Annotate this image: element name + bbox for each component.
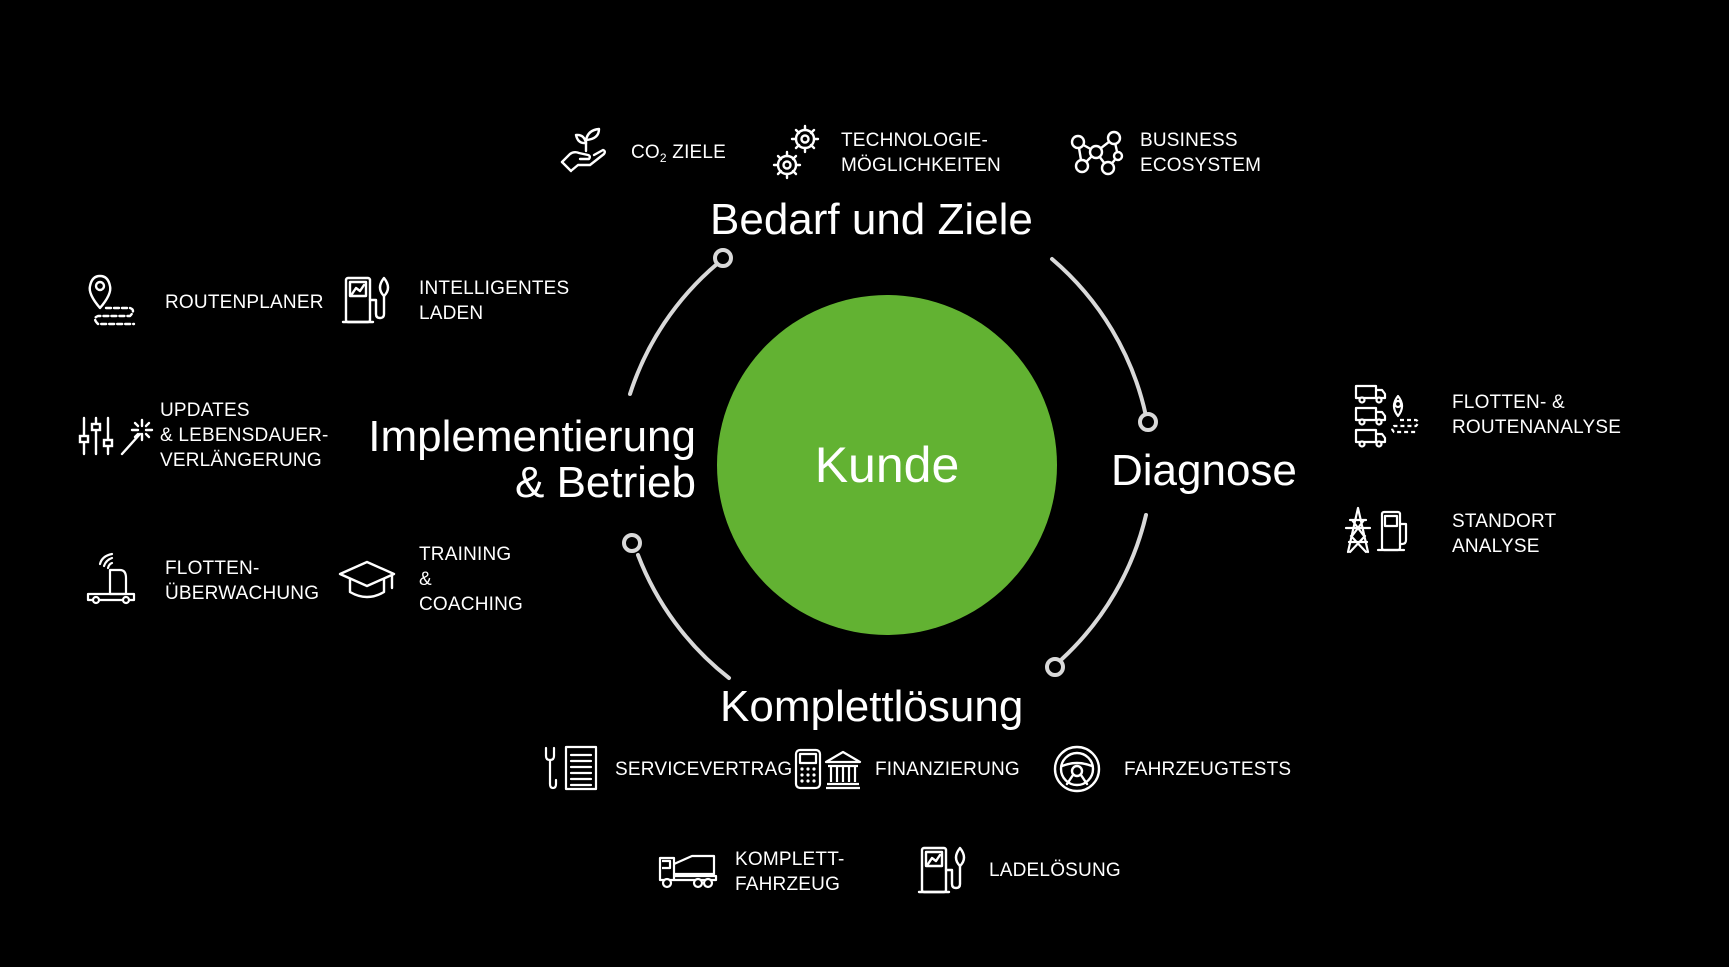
business-line1: BUSINESS <box>1140 130 1238 151</box>
servicevertrag-line1: SERVICEVERTRAG <box>615 759 793 780</box>
flotten-routen-label: FLOTTEN- & ROUTENANALYSE <box>1452 390 1621 440</box>
intelligentes-laden-icon <box>341 274 394 326</box>
trucks-route-icon <box>1354 382 1424 452</box>
intelligentes-laden-line1: INTELLIGENTES <box>419 278 570 299</box>
technologie-label: TECHNOLOGIE- MÖGLICHKEITEN <box>841 128 1001 178</box>
wrench-document-icon <box>540 744 600 792</box>
phase-bottom-text: Komplettlösung <box>720 682 1024 731</box>
fahrzeugtests-label: FAHRZEUGTESTS <box>1124 757 1291 782</box>
flotten-routen-line1: FLOTTEN- & <box>1452 392 1565 413</box>
steering-wheel-icon <box>1052 744 1102 794</box>
updates-line3: VERLÄNGERUNG <box>160 450 322 471</box>
gears-icon <box>770 122 826 182</box>
updates-line2: & LEBENSDAUER- <box>160 425 329 446</box>
training-line1: TRAINING <box>419 544 512 565</box>
intelligentes-laden-line2: LADEN <box>419 303 484 324</box>
fahrzeugtests-line1: FAHRZEUGTESTS <box>1124 759 1292 780</box>
phase-left-line1: Implementierung <box>368 412 696 461</box>
center-label: Kunde <box>814 437 960 493</box>
phase-right-label: Diagnose <box>1111 448 1297 494</box>
connected-truck-icon <box>86 552 140 606</box>
ladeloesung-line1: LADELÖSUNG <box>989 860 1121 881</box>
graduation-cap-icon <box>338 560 396 600</box>
updates-label: UPDATES & LEBENSDAUER- VERLÄNGERUNG <box>160 398 329 473</box>
ring-arc-top-left <box>628 262 719 396</box>
phase-left-line2: & Betrieb <box>515 458 696 507</box>
ring-arc-top-right <box>1050 257 1148 418</box>
network-icon <box>1068 126 1124 178</box>
finanzierung-label: FINANZIERUNG <box>875 757 1020 782</box>
komplettfahrzeug-label: KOMPLETT- FAHRZEUG <box>735 847 844 897</box>
phase-top-label: Bedarf und Ziele <box>710 197 1033 243</box>
phase-top-text: Bedarf und Ziele <box>710 195 1033 244</box>
technologie-line1: TECHNOLOGIE- <box>841 130 989 151</box>
ring-arc-bottom-right <box>1060 513 1148 661</box>
ring-node-right <box>1138 412 1158 432</box>
routenplaner-label: ROUTENPLANER <box>165 290 324 315</box>
ring-arc-bottom-left <box>636 553 731 680</box>
calculator-bank-icon <box>794 748 862 790</box>
pylon-charger-icon <box>1342 506 1412 554</box>
flottenueberwachung-label: FLOTTEN- ÜBERWACHUNG <box>165 556 319 606</box>
co2-label: CO2 ZIELE <box>631 140 726 165</box>
ladeloesung-label: LADELÖSUNG <box>989 858 1121 883</box>
flottenueberwachung-line2: ÜBERWACHUNG <box>165 583 320 604</box>
hand-plant-icon <box>558 124 610 176</box>
sliders-wand-icon <box>78 414 154 458</box>
komplettfahrzeug-line2: FAHRZEUG <box>735 874 841 895</box>
standort-label: STANDORT ANALYSE <box>1452 509 1556 559</box>
phase-bottom-label: Komplettlösung <box>720 684 1023 730</box>
standort-line2: ANALYSE <box>1452 536 1540 557</box>
updates-line1: UPDATES <box>160 400 250 421</box>
center-circle: Kunde <box>717 295 1057 635</box>
charging-station-icon <box>917 844 970 896</box>
ring-node-top <box>713 248 733 268</box>
phase-left-label: Implementierung & Betrieb <box>368 414 696 506</box>
ring-node-bottom <box>1045 657 1065 677</box>
phase-right-text: Diagnose <box>1111 446 1297 495</box>
co2-text: CO2 ZIELE <box>631 142 727 165</box>
komplettfahrzeug-line1: KOMPLETT- <box>735 849 845 870</box>
intelligentes-laden-label: INTELLIGENTES LADEN <box>419 276 569 326</box>
servicevertrag-label: SERVICEVERTRAG <box>615 757 792 782</box>
training-line2: & <box>419 569 432 590</box>
standort-line1: STANDORT <box>1452 511 1557 532</box>
finanzierung-line1: FINANZIERUNG <box>875 759 1020 780</box>
flottenueberwachung-line1: FLOTTEN- <box>165 558 260 579</box>
business-line2: ECOSYSTEM <box>1140 155 1262 176</box>
training-line3: COACHING <box>419 594 523 615</box>
truck-icon <box>658 850 718 890</box>
business-label: BUSINESS ECOSYSTEM <box>1140 128 1261 178</box>
technologie-line2: MÖGLICHKEITEN <box>841 155 1001 176</box>
training-label: TRAINING & COACHING <box>419 542 523 617</box>
routenplaner-line1: ROUTENPLANER <box>165 292 324 313</box>
ring-node-left <box>622 533 642 553</box>
flotten-routen-line2: ROUTENANALYSE <box>1452 417 1622 438</box>
route-pin-icon <box>86 274 140 332</box>
